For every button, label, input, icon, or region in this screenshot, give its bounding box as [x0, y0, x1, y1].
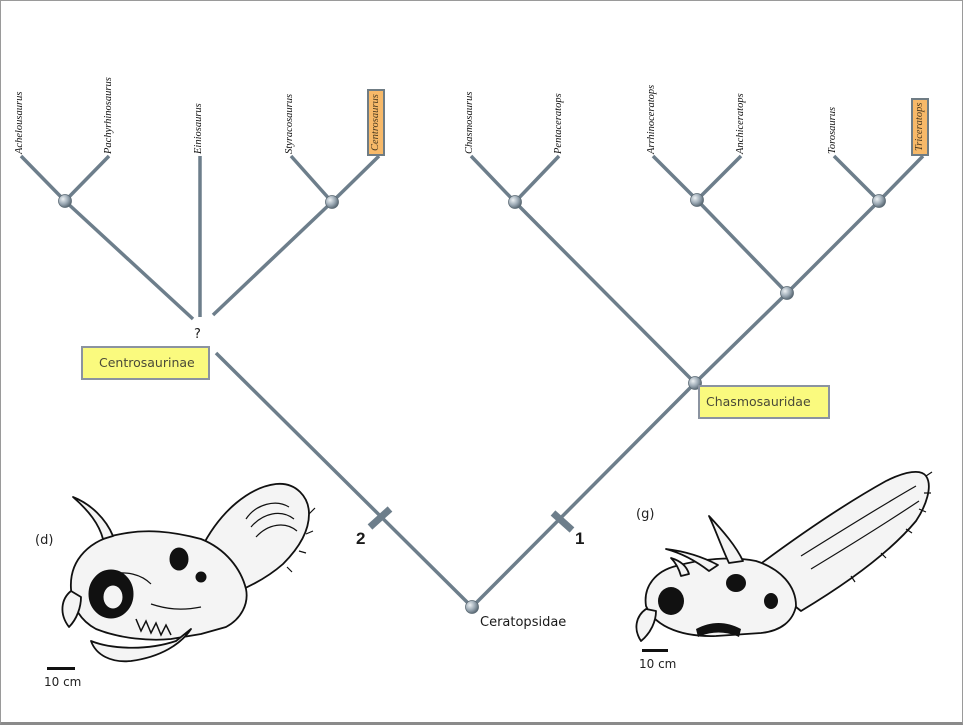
- branch-arrhinoceratops-anchiceratops-stem: [695, 198, 789, 295]
- triceratops-skull-illustration: [635, 470, 933, 642]
- node-chasmosaurus-pentaceratops: [508, 195, 522, 209]
- taxon-label-arrhinoceratops: Arrhinoceratops: [646, 84, 657, 154]
- taxon-label-pentaceratops: Pentaceratops: [553, 93, 564, 154]
- figure-panel-label-d: (d): [35, 533, 54, 548]
- uncertain-node-mark: ?: [194, 327, 201, 342]
- branch-achelousaurus: [19, 154, 67, 203]
- branch-pentaceratops: [513, 154, 561, 204]
- branch-arrhinoceratops: [651, 154, 699, 202]
- synapomorphy-bar-1: [550, 510, 575, 533]
- branch-torosaurus-triceratops-stem: [785, 199, 881, 295]
- taxon-label-achelousaurus: Achelousaurus: [14, 91, 25, 154]
- node-styracosaurus-centrosaurus: [325, 195, 339, 209]
- synapomorphy-number-2: 2: [356, 529, 366, 548]
- centrosaurus-skull-illustration: [61, 483, 316, 663]
- scale-bar-left: [47, 667, 75, 670]
- branch-triceratops: [877, 154, 925, 203]
- taxon-label-styracosaurus: Styracosaurus: [284, 93, 295, 154]
- branch-chasmosaurus-pentaceratops-stem: [513, 200, 697, 385]
- branch-anchiceratops: [695, 154, 743, 202]
- node-ceratopsidae: [465, 600, 479, 614]
- synapomorphy-bar-2: [367, 506, 393, 530]
- node-torosaurus-triceratops: [872, 194, 886, 208]
- scale-label-left: 10 cm: [44, 675, 82, 689]
- taxon-label-torosaurus: Torosaurus: [827, 106, 838, 154]
- branch-styracosaurus: [289, 154, 334, 204]
- branch-chasmosauridae-stem: [470, 381, 697, 609]
- node-inner-chasmosaurine: [780, 286, 794, 300]
- node-arrhinoceratops-anchiceratops: [690, 193, 704, 207]
- branch-torosaurus: [832, 154, 881, 203]
- branch-chasmosaurus: [469, 154, 517, 204]
- clade-label-chasmosauridae-text: Chasmosauridae: [706, 394, 811, 409]
- branch-inner-chasmosaurine-stem: [693, 291, 789, 385]
- figure-panel-label-g: (g): [636, 507, 655, 522]
- branch-pachyrhinosaurus: [63, 154, 111, 203]
- branch-centrosaurus: [330, 154, 381, 204]
- taxon-label-triceratops: Triceratops: [911, 97, 929, 156]
- branch-centrosaurinae-stem: [214, 351, 474, 609]
- taxon-label-pachyrhinosaurus: Pachyrhinosaurus: [103, 77, 114, 154]
- taxon-label-chasmosaurus: Chasmosaurus: [464, 91, 475, 154]
- clade-label-centrosaurinae: Centrosaurinae: [81, 346, 210, 380]
- scale-label-right: 10 cm: [639, 657, 677, 671]
- clade-label-ceratopsidae: Ceratopsidae: [480, 615, 567, 630]
- clade-label-centrosaurinae-text: Centrosaurinae: [99, 355, 195, 370]
- clade-label-chasmosauridae: Chasmosauridae: [698, 385, 830, 419]
- branch-achelousaurus-pachyrhinosaurus-stem: [63, 199, 195, 321]
- taxon-label-anchiceratops: Anchiceratops: [735, 93, 746, 154]
- taxon-label-centrosaurus: Centrosaurus: [367, 89, 385, 156]
- synapomorphy-number-1: 1: [575, 529, 585, 548]
- scale-bar-right: [642, 649, 668, 652]
- node-achelousaurus-pachyrhinosaurus: [58, 194, 72, 208]
- taxon-label-einiosaurus: Einiosaurus: [193, 103, 204, 154]
- branch-styracosaurus-centrosaurus-stem: [211, 200, 334, 317]
